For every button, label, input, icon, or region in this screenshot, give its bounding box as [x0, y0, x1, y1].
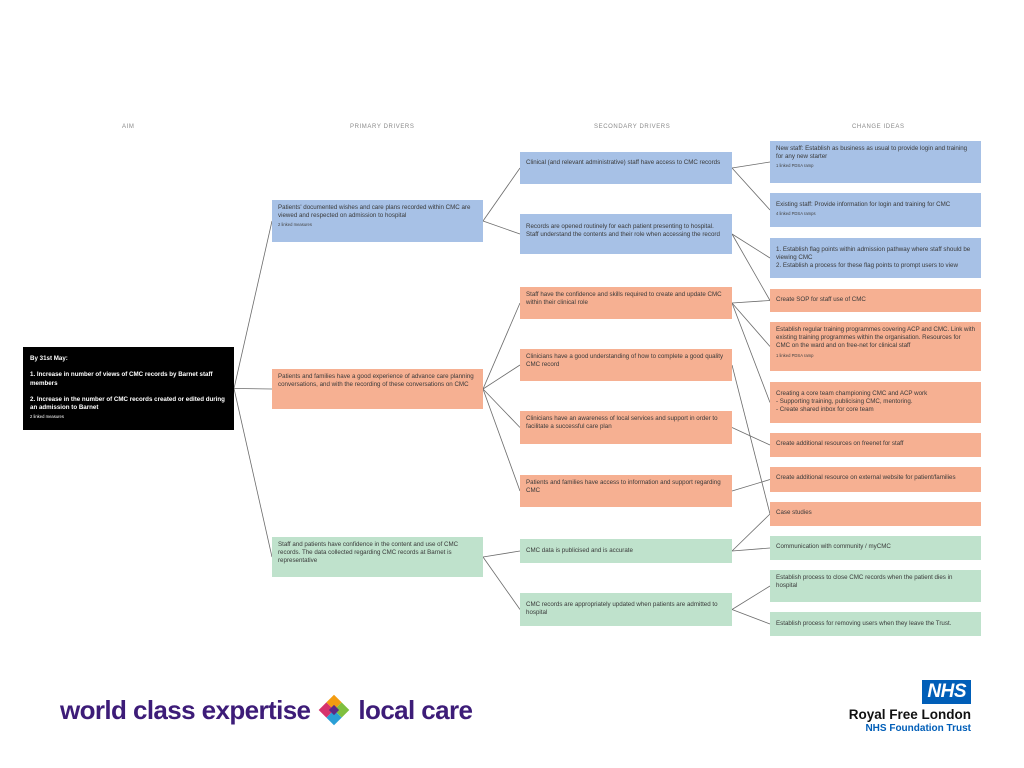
connector-sd-2-ci-3 — [731, 233, 771, 259]
change-idea-8[interactable]: Create additional resource on external w… — [770, 467, 981, 492]
slogan: world class expertise local care — [60, 693, 473, 727]
change-idea-text: Establish regular training programmes co… — [776, 326, 976, 350]
connector-aim-box-pd-2 — [233, 388, 273, 390]
aim-text: By 31st May: 1. Increase in number of vi… — [30, 355, 225, 412]
header-secondary: SECONDARY DRIVERS — [594, 124, 671, 130]
connector-sd-8-ci-12 — [731, 609, 771, 625]
connector-aim-box-pd-3 — [233, 388, 273, 558]
change-idea-1[interactable]: New staff: Establish as business as usua… — [770, 141, 981, 183]
change-idea-text: Establish process for removing users whe… — [776, 620, 952, 627]
secondary-driver-3[interactable]: Staff have the confidence and skills req… — [520, 287, 732, 319]
secondary-driver-6[interactable]: Patients and families have access to inf… — [520, 475, 732, 507]
secondary-driver-1[interactable]: Clinical (and relevant administrative) s… — [520, 152, 732, 184]
connector-sd-5-ci-7 — [731, 427, 771, 446]
connector-pd-2-sd-5 — [482, 388, 521, 428]
change-idea-text: Existing staff: Provide information for … — [776, 201, 951, 208]
secondary-driver-text: Clinicians have an awareness of local se… — [526, 415, 718, 431]
change-idea-text: Case studies — [776, 509, 812, 516]
primary-driver-1[interactable]: Patients' documented wishes and care pla… — [272, 200, 483, 242]
change-idea-3[interactable]: 1. Establish flag points within admissio… — [770, 238, 981, 278]
organisation-name: Royal Free London — [848, 707, 971, 722]
primary-driver-measures: 2 linked measures — [278, 222, 312, 228]
change-idea-text: Create SOP for staff use of CMC — [776, 296, 866, 303]
secondary-driver-7[interactable]: CMC data is publicised and is accurate — [520, 539, 732, 563]
connector-pd-1-sd-1 — [482, 167, 521, 222]
secondary-driver-text: Staff have the confidence and skills req… — [526, 291, 722, 307]
change-idea-text: Create additional resources on freenet f… — [776, 440, 904, 447]
connector-sd-3-ci-5 — [731, 302, 771, 347]
connector-aim-box-pd-1 — [233, 220, 273, 389]
change-idea-6[interactable]: Creating a core team championing CMC and… — [770, 382, 981, 423]
secondary-driver-text: CMC data is publicised and is accurate — [526, 547, 633, 554]
slogan-left: world class expertise — [60, 694, 311, 725]
connector-pd-2-sd-6 — [482, 388, 521, 492]
connector-sd-3-ci-4 — [731, 300, 771, 304]
change-idea-text: 1. Establish flag points within admissio… — [776, 246, 971, 270]
slogan-right: local care — [358, 694, 473, 725]
connector-sd-7-ci-9 — [731, 513, 771, 552]
connector-sd-8-ci-11 — [731, 585, 771, 610]
secondary-driver-text: CMC records are appropriately updated wh… — [526, 601, 718, 617]
diamond-logo-icon — [319, 694, 350, 726]
connector-sd-6-ci-8 — [731, 479, 771, 492]
change-idea-12[interactable]: Establish process for removing users whe… — [770, 612, 981, 636]
nhs-logo: NHS — [922, 680, 971, 704]
connector-pd-3-sd-8 — [482, 556, 521, 610]
primary-driver-text: Patients' documented wishes and care pla… — [278, 204, 471, 220]
change-idea-text: Creating a core team championing CMC and… — [776, 390, 928, 414]
header-aim: AIM — [122, 124, 135, 130]
change-idea-5[interactable]: Establish regular training programmes co… — [770, 322, 981, 371]
change-idea-text: Establish process to close CMC records w… — [776, 574, 953, 590]
connector-pd-1-sd-2 — [482, 220, 521, 235]
change-idea-text: New staff: Establish as business as usua… — [776, 145, 968, 161]
change-idea-4[interactable]: Create SOP for staff use of CMC — [770, 289, 981, 312]
connector-sd-2-ci-4 — [731, 233, 771, 301]
trust-name: NHS Foundation Trust — [865, 723, 971, 734]
connector-sd-3-ci-6 — [731, 302, 771, 403]
secondary-driver-4[interactable]: Clinicians have a good understanding of … — [520, 349, 732, 381]
connector-pd-3-sd-7 — [482, 550, 521, 558]
connector-sd-1-ci-1 — [731, 161, 771, 169]
change-idea-11[interactable]: Establish process to close CMC records w… — [770, 570, 981, 602]
change-idea-measures: 1 linked PDSA ramp — [776, 352, 814, 358]
primary-driver-text: Patients and families have a good experi… — [278, 373, 474, 389]
secondary-driver-text: Clinicians have a good understanding of … — [526, 353, 724, 369]
primary-driver-text: Staff and patients have confidence in th… — [278, 541, 459, 565]
change-idea-9[interactable]: Case studies — [770, 502, 981, 526]
secondary-driver-text: Patients and families have access to inf… — [526, 479, 721, 495]
header-primary: PRIMARY DRIVERS — [350, 124, 415, 130]
connector-sd-7-ci-10 — [731, 547, 771, 552]
change-idea-2[interactable]: Existing staff: Provide information for … — [770, 193, 981, 227]
aim-measures: 2 linked measures — [30, 414, 64, 420]
change-idea-text: Create additional resource on external w… — [776, 474, 956, 481]
primary-driver-2[interactable]: Patients and families have a good experi… — [272, 369, 483, 409]
header-change: CHANGE IDEAS — [852, 124, 905, 130]
secondary-driver-5[interactable]: Clinicians have an awareness of local se… — [520, 411, 732, 444]
change-idea-measures: 4 linked PDSA ramps — [776, 211, 816, 217]
connector-sd-4-ci-9 — [731, 364, 771, 515]
change-idea-text: Communication with community / myCMC — [776, 543, 891, 550]
change-idea-10[interactable]: Communication with community / myCMC — [770, 536, 981, 560]
change-idea-measures: 1 linked PDSA ramp — [776, 163, 814, 169]
secondary-driver-8[interactable]: CMC records are appropriately updated wh… — [520, 593, 732, 626]
nhs-branding: NHS Royal Free London NHS Foundation Tru… — [826, 680, 971, 734]
connector-sd-1-ci-2 — [731, 167, 771, 211]
aim-box[interactable]: By 31st May: 1. Increase in number of vi… — [23, 347, 234, 430]
secondary-driver-text: Records are opened routinely for each pa… — [526, 223, 720, 239]
secondary-driver-text: Clinical (and relevant administrative) s… — [526, 159, 721, 166]
secondary-driver-2[interactable]: Records are opened routinely for each pa… — [520, 214, 732, 254]
change-idea-7[interactable]: Create additional resources on freenet f… — [770, 433, 981, 457]
primary-driver-3[interactable]: Staff and patients have confidence in th… — [272, 537, 483, 577]
connector-pd-2-sd-4 — [482, 364, 521, 390]
connector-pd-2-sd-3 — [482, 302, 521, 390]
